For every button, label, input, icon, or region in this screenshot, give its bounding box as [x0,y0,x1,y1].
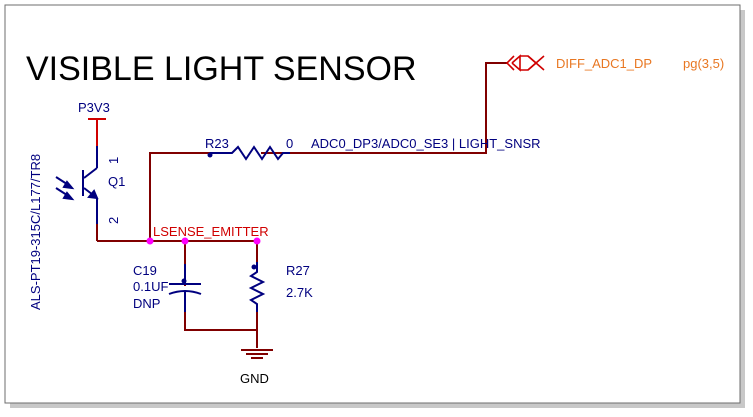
offpage-page-ref: pg(3,5) [683,56,724,71]
r27-resistor [248,262,266,312]
r23-value: 0 [286,136,293,151]
junction-dot [146,237,154,245]
adc-net-label: ADC0_DP3/ADC0_SE3 | LIGHT_SNSR [311,136,541,151]
sheet-frame [4,4,741,404]
c19-note: DNP [133,296,160,311]
q1-part-number: ALS-PT19-315C/L177/TR8 [28,154,43,310]
q1-pin1: 1 [106,157,121,164]
c19-ref: C19 [133,263,157,278]
wire-r23-left [149,152,210,241]
wire-adc-to-offpage [261,62,508,154]
ground-symbol [241,349,273,359]
c19-capacitor [168,264,202,312]
q1-pin2: 2 [106,217,121,224]
r27-value: 2.7K [286,285,313,300]
ground-label: GND [240,371,269,386]
power-p3v3: P3V3 [78,100,110,146]
c19-pin1-dot [181,278,187,284]
c19-value: 0.1UF [133,279,168,294]
power-label: P3V3 [78,100,110,115]
diagram-title: VISIBLE LIGHT SENSOR [26,50,417,88]
q1-ref: Q1 [108,174,125,189]
offpage-net-label: DIFF_ADC1_DP [556,56,652,71]
junction-dot [253,237,261,245]
r27-ref: R27 [286,263,310,278]
emitter-net-label: LSENSE_EMITTER [153,224,269,239]
r23-ref: R23 [205,136,229,151]
r23-resistor [207,145,290,161]
offpage-connector [505,54,545,72]
q1-phototransistor [55,146,99,224]
junction-dot [181,237,189,245]
